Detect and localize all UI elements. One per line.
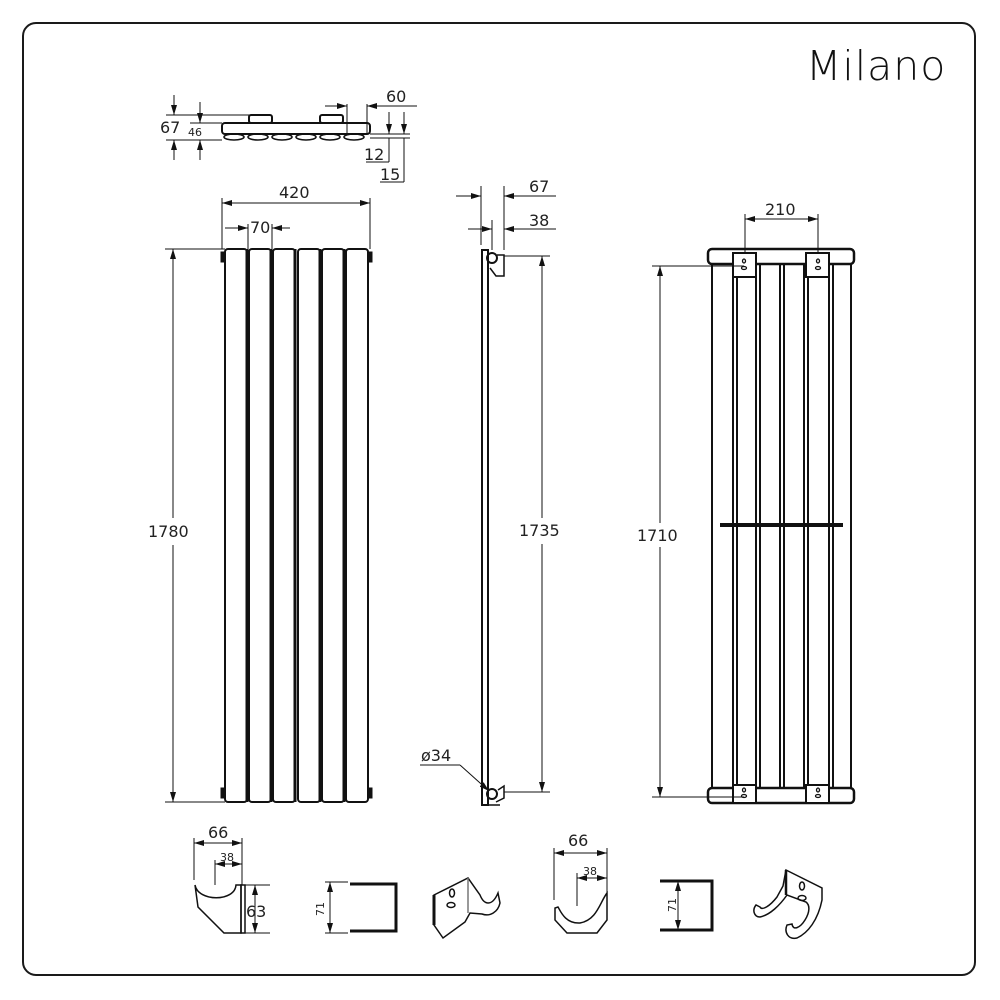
top-bracket-profile: [325, 881, 398, 934]
dim-gap-a: 12: [364, 145, 384, 164]
dim-bracket-height: 1710: [637, 526, 678, 545]
dim-side-depth: 67: [529, 177, 549, 196]
bracket1-height: 63: [246, 902, 266, 921]
dim-width: 420: [279, 183, 310, 202]
dim-bracket-spacing: 210: [765, 200, 796, 219]
dim-gap-b: 15: [380, 165, 400, 184]
dim-column-pitch: 70: [250, 218, 270, 237]
bottom-bracket-side: [553, 848, 608, 934]
dim-panel-depth: 46: [188, 126, 202, 139]
dim-pipe-offset: 38: [529, 211, 549, 230]
bracket5-height: 71: [666, 898, 679, 912]
dim-side-height: 1735: [519, 521, 560, 540]
brand-title: Milano: [806, 42, 947, 90]
bottom-bracket-profile: [660, 879, 714, 932]
top-view: [166, 95, 417, 183]
top-bracket-iso: [432, 877, 501, 940]
rear-view: [652, 214, 856, 805]
top-bracket-side: [193, 838, 270, 934]
bracket1-width: 66: [208, 823, 228, 842]
dim-pipe-diameter: ø34: [421, 746, 451, 765]
dim-bracket-offset: 60: [386, 87, 406, 106]
bracket4-offset: 38: [583, 865, 597, 878]
bottom-bracket-iso: [753, 868, 823, 940]
drawing-frame: [22, 22, 976, 976]
front-view: [165, 198, 373, 803]
bracket1-offset: 38: [220, 851, 234, 864]
dim-height: 1780: [148, 522, 189, 541]
bracket4-width: 66: [568, 831, 588, 850]
side-view: [420, 186, 556, 806]
bracket2-height: 71: [314, 902, 327, 916]
dim-overall-depth: 67: [160, 118, 180, 137]
